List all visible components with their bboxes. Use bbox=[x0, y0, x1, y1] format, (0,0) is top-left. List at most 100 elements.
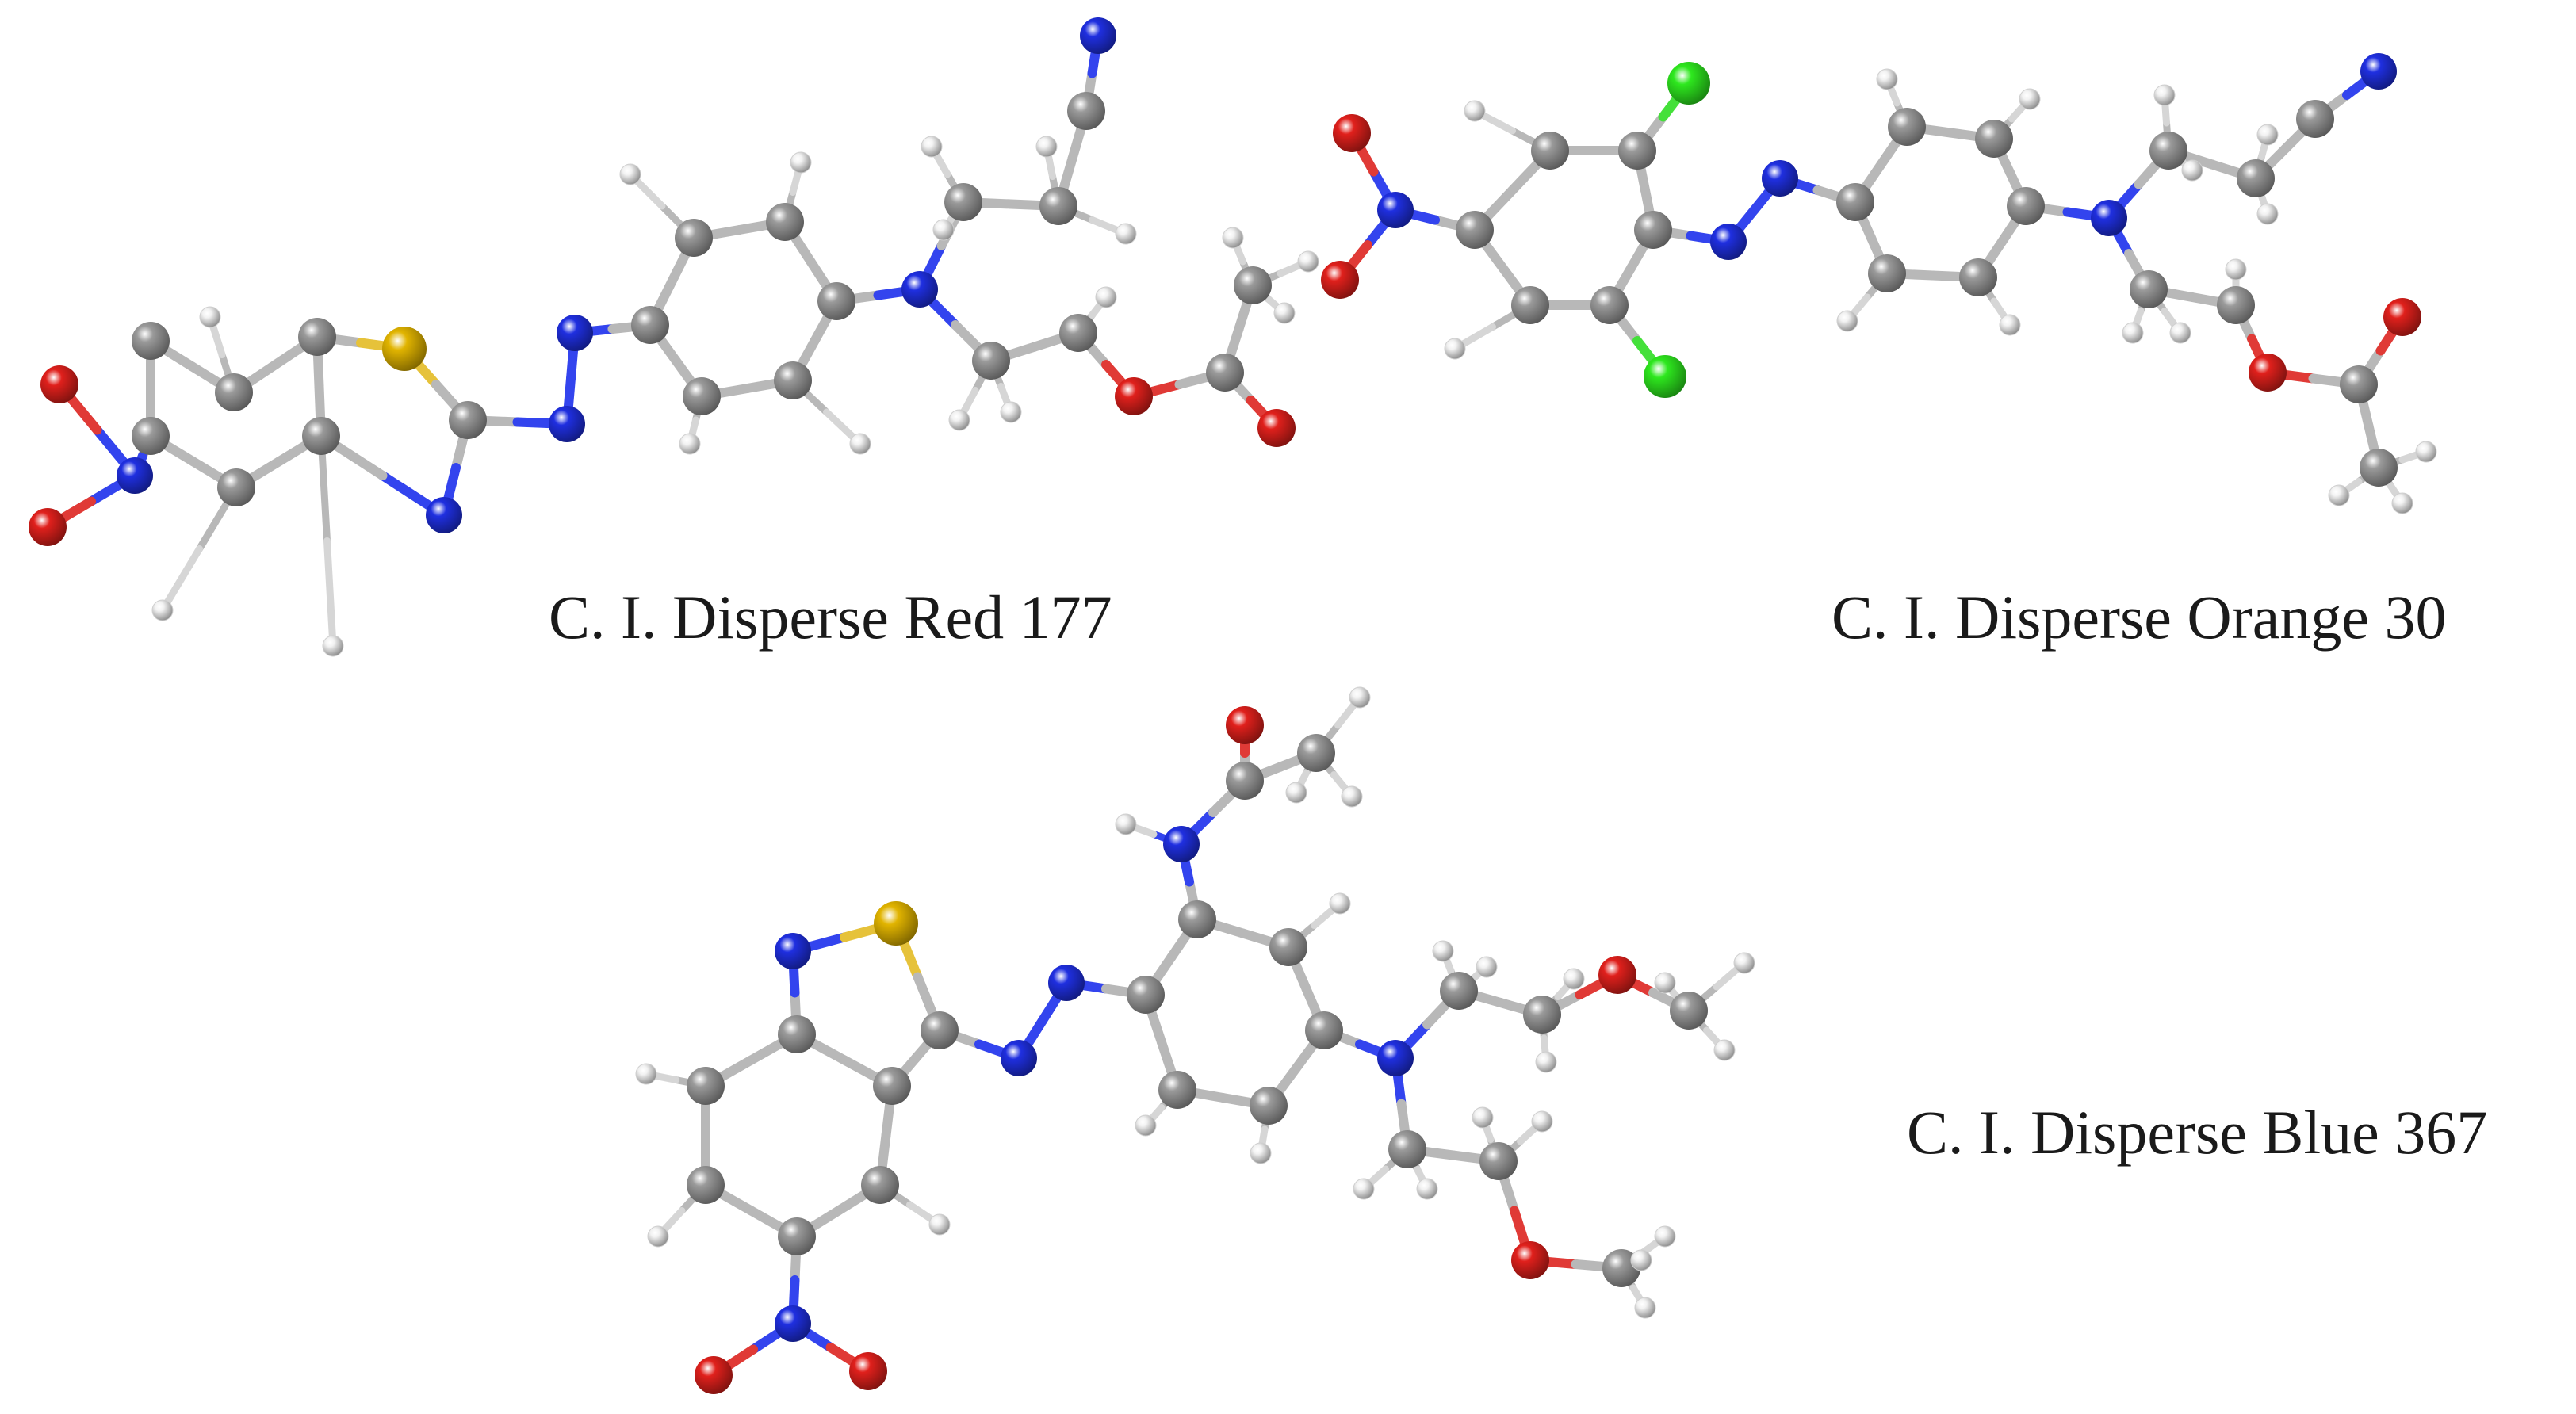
blue-oxygen-atom bbox=[1598, 956, 1636, 994]
blue-hydrogen-atom bbox=[1353, 1178, 1375, 1200]
orange-carbon-atom bbox=[2360, 449, 2398, 487]
blue-nitrogen-atom bbox=[775, 933, 811, 969]
orange-hydrogen-atom bbox=[2256, 203, 2279, 225]
red-bond-15-b bbox=[323, 537, 337, 650]
blue-oxygen-atom bbox=[849, 1352, 887, 1390]
red-carbon-atom bbox=[944, 183, 982, 221]
blue-carbon-atom bbox=[1226, 762, 1264, 800]
orange-chlorine-atom bbox=[1644, 355, 1686, 398]
blue-hydrogen-atom bbox=[1535, 1051, 1557, 1073]
orange-hydrogen-atom bbox=[1444, 338, 1466, 360]
orange-carbon-atom bbox=[1531, 132, 1569, 170]
orange-oxygen-atom bbox=[2383, 298, 2421, 336]
blue-carbon-atom bbox=[861, 1166, 899, 1204]
blue-hydrogen-atom bbox=[1654, 1225, 1676, 1248]
blue-hydrogen-atom bbox=[1416, 1178, 1438, 1200]
red-sulfur-atom bbox=[382, 327, 427, 371]
blue-sulfur-atom bbox=[874, 901, 918, 946]
red-carbon-atom bbox=[683, 377, 721, 415]
orange-hydrogen-atom bbox=[2122, 322, 2144, 344]
blue-hydrogen-atom bbox=[1329, 892, 1351, 915]
orange-hydrogen-atom bbox=[2019, 88, 2041, 110]
blue-hydrogen-atom bbox=[1563, 968, 1585, 990]
red-carbon-atom bbox=[1039, 187, 1077, 225]
blue-carbon-atom bbox=[778, 1217, 816, 1255]
blue-hydrogen-atom bbox=[1654, 972, 1676, 994]
red-carbon-atom bbox=[132, 417, 170, 455]
red-carbon-atom bbox=[302, 417, 340, 455]
blue-hydrogen-atom bbox=[647, 1225, 669, 1248]
orange-carbon-atom bbox=[1590, 286, 1629, 324]
red-carbon-atom bbox=[215, 373, 253, 411]
red-hydrogen-atom bbox=[199, 306, 221, 328]
red-oxygen-atom bbox=[29, 508, 67, 546]
orange-carbon-atom bbox=[2149, 132, 2187, 170]
blue-hydrogen-atom bbox=[1250, 1142, 1272, 1164]
red-hydrogen-atom bbox=[619, 163, 641, 185]
orange-nitrogen-atom bbox=[2091, 200, 2127, 236]
blue-carbon-atom bbox=[687, 1067, 725, 1105]
red-carbon-atom bbox=[1059, 314, 1097, 352]
red-hydrogen-atom bbox=[921, 136, 943, 158]
orange-carbon-atom bbox=[2007, 187, 2045, 225]
orange-nitrogen-atom bbox=[2360, 53, 2397, 90]
red-carbon-atom bbox=[1234, 266, 1272, 304]
orange-carbon-atom bbox=[1634, 211, 1672, 249]
blue-carbon-atom bbox=[1269, 928, 1307, 966]
red-carbon-atom bbox=[774, 361, 812, 399]
blue-carbon-atom bbox=[921, 1011, 959, 1049]
red-carbon-atom bbox=[217, 468, 255, 506]
blue-carbon-atom bbox=[1250, 1087, 1288, 1125]
red-hydrogen-atom bbox=[1222, 227, 1244, 249]
blue-nitrogen-atom bbox=[1048, 965, 1085, 1001]
orange-hydrogen-atom bbox=[1464, 100, 1486, 122]
disperse-orange-30-atoms bbox=[1321, 53, 2437, 514]
red-carbon-atom bbox=[631, 306, 669, 344]
orange-carbon-atom bbox=[1868, 254, 1906, 292]
red-nitrogen-atom bbox=[901, 271, 938, 308]
orange-nitrogen-atom bbox=[1762, 160, 1798, 197]
orange-hydrogen-atom bbox=[2328, 484, 2350, 506]
disperse-red-177-atoms bbox=[29, 17, 1319, 657]
blue-nitrogen-atom bbox=[775, 1305, 811, 1342]
orange-carbon-atom bbox=[1456, 211, 1494, 249]
red-oxygen-atom bbox=[1257, 409, 1296, 447]
red-hydrogen-atom bbox=[151, 599, 174, 621]
red-hydrogen-atom bbox=[1273, 302, 1296, 324]
blue-hydrogen-atom bbox=[1341, 785, 1363, 808]
red-nitrogen-atom bbox=[117, 457, 153, 494]
red-nitrogen-atom bbox=[1080, 17, 1116, 54]
red-hydrogen-atom bbox=[1000, 401, 1022, 423]
red-carbon-atom bbox=[449, 401, 487, 439]
orange-hydrogen-atom bbox=[2415, 441, 2437, 463]
blue-nitrogen-atom bbox=[1163, 826, 1200, 862]
red-hydrogen-atom bbox=[1035, 136, 1058, 158]
orange-carbon-atom bbox=[2130, 270, 2168, 308]
blue-carbon-atom bbox=[1388, 1130, 1426, 1168]
blue-carbon-atom bbox=[1178, 900, 1216, 938]
blue-oxygen-atom bbox=[1511, 1241, 1549, 1279]
red-carbon-atom bbox=[1206, 354, 1244, 392]
blue-hydrogen-atom bbox=[1634, 1297, 1656, 1319]
red-carbon-atom bbox=[675, 219, 713, 257]
red-nitrogen-atom bbox=[557, 315, 593, 351]
disperse-blue-367-atoms bbox=[635, 686, 1755, 1394]
blue-nitrogen-atom bbox=[1001, 1040, 1037, 1076]
blue-carbon-atom bbox=[687, 1166, 725, 1204]
blue-carbon-atom bbox=[1479, 1142, 1518, 1180]
red-hydrogen-atom bbox=[849, 433, 871, 455]
orange-carbon-atom bbox=[2340, 365, 2378, 403]
orange-hydrogen-atom bbox=[2225, 258, 2247, 281]
blue-nitrogen-atom bbox=[1377, 1040, 1414, 1076]
red-oxygen-atom bbox=[1115, 377, 1153, 415]
blue-carbon-atom bbox=[1305, 1011, 1343, 1049]
red-carbon-atom bbox=[132, 322, 170, 360]
red-hydrogen-atom bbox=[679, 433, 701, 455]
blue-hydrogen-atom bbox=[1285, 782, 1307, 804]
blue-carbon-atom bbox=[873, 1067, 911, 1105]
blue-hydrogen-atom bbox=[1733, 952, 1755, 974]
orange-carbon-atom bbox=[1836, 183, 1874, 221]
blue-hydrogen-atom bbox=[1472, 1106, 1494, 1129]
orange-hydrogen-atom bbox=[2391, 492, 2413, 514]
blue-hydrogen-atom bbox=[1531, 1110, 1553, 1133]
